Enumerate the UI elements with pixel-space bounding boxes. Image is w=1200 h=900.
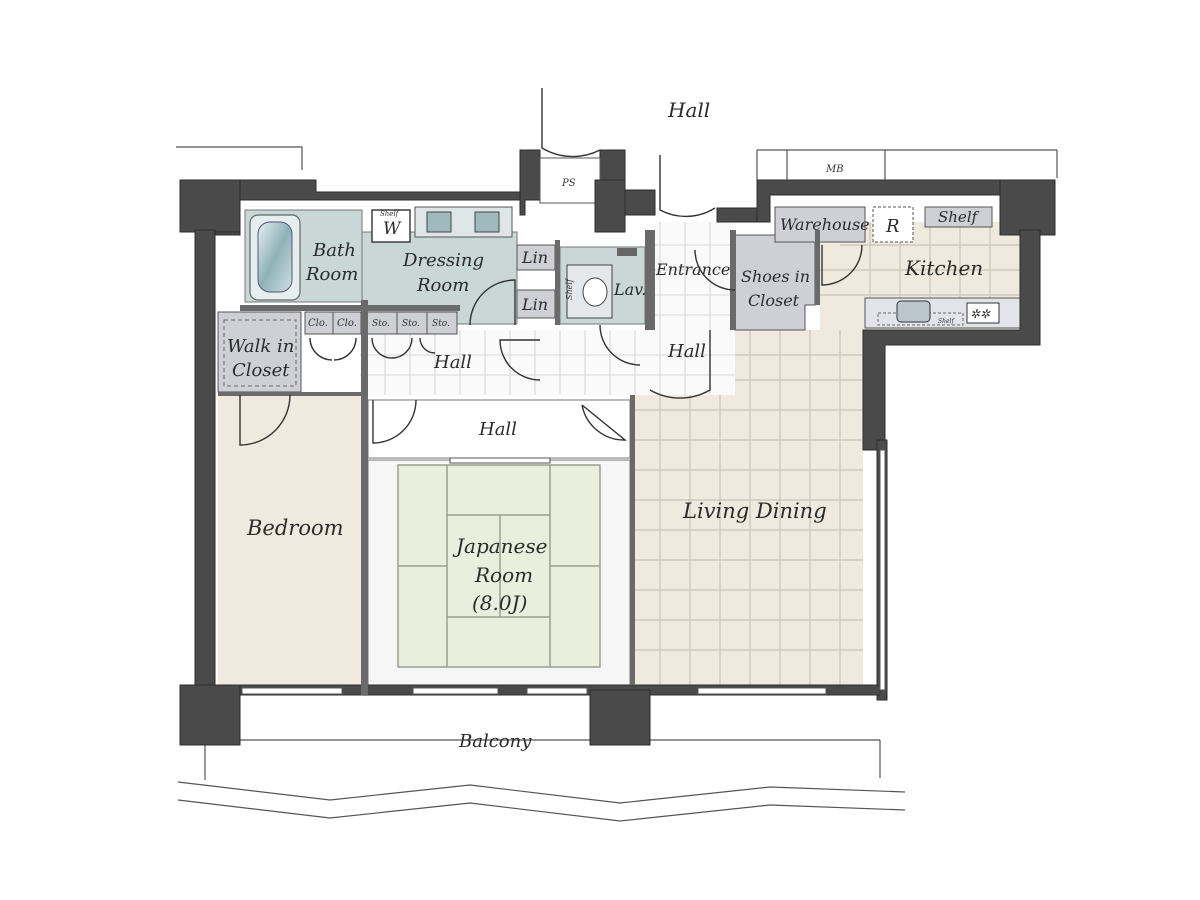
balcony-label: Balcony — [458, 731, 532, 752]
toilet-icon — [566, 248, 637, 319]
refrigerator-icon — [872, 206, 914, 243]
linen-label-1: Lin — [521, 248, 548, 267]
sto-label-1: Sto. — [372, 319, 390, 329]
warehouse-label: Warehouse — [780, 215, 870, 234]
kitchen-label: Kitchen — [904, 256, 983, 280]
walk-in-closet-area — [217, 311, 302, 393]
refrigerator-label: R — [885, 216, 900, 237]
japanese-door-icon — [581, 404, 627, 441]
shoes-closet-label-1: Shoes in — [741, 267, 810, 286]
hall-door-left-icon — [372, 399, 417, 444]
dressing-door-icon — [469, 279, 516, 326]
sink-icon-2 — [474, 211, 500, 233]
exterior-context — [176, 146, 1058, 180]
doors — [239, 88, 863, 446]
bedroom-door-icon — [239, 394, 291, 446]
stove-icon — [966, 302, 1000, 324]
hall-right-label: Hall — [667, 341, 706, 362]
living-door-icon — [649, 330, 711, 399]
walk-in-closet-shelf — [223, 319, 297, 387]
closet-door-icon — [309, 337, 436, 361]
shoes-closet-label-2: Closet — [748, 291, 800, 310]
linen-label-2: Lin — [521, 295, 548, 314]
walk-in-closet-label-2: Closet — [232, 360, 290, 381]
interior-walls — [218, 230, 820, 695]
hall-mid-label: Hall — [433, 352, 472, 373]
bedroom-label: Bedroom — [246, 516, 344, 540]
clo-label-1: Clo. — [308, 318, 328, 329]
windows — [241, 449, 886, 695]
linen-closet-1 — [516, 244, 556, 271]
sto-label-2: Sto. — [402, 319, 420, 329]
bath-room-label-1: Bath — [312, 240, 356, 261]
japanese-room-label-2: Room — [474, 563, 533, 587]
kitchen-shelf-label: Shelf — [938, 208, 980, 226]
clo-label-2: Clo. — [337, 318, 357, 329]
toilet-shelf-label: Shelf — [565, 277, 574, 300]
dressing-room-label-1: Dressing — [402, 250, 484, 271]
sink-icon-1 — [426, 211, 452, 233]
walk-in-closet-label-1: Walk in — [227, 336, 294, 357]
balcony-area — [177, 739, 906, 822]
living-dining-label: Living Dining — [682, 499, 827, 523]
japanese-room-label-3: (8.0J) — [472, 591, 527, 615]
shoes-door-icon — [694, 249, 736, 291]
washer-shelf-label: Shelf — [380, 210, 400, 218]
sto-closet-3 — [426, 311, 458, 335]
entrance-door-icon — [659, 155, 716, 218]
bath-room-label-2: Room — [305, 264, 358, 285]
hall-mid-door-icon — [499, 339, 541, 381]
mb-label: MB — [825, 164, 844, 175]
lav-label: Lav. — [613, 280, 646, 299]
bathtub-icon — [249, 214, 301, 301]
ps-door-icon — [541, 88, 601, 158]
washer-icon — [371, 209, 411, 243]
kitchen-sink-icon — [896, 300, 931, 323]
warehouse-door-icon — [821, 244, 863, 286]
japanese-room-tatami — [367, 459, 631, 686]
lav-door-icon — [599, 324, 641, 366]
ps-label: PS — [561, 178, 576, 189]
entrance-floor — [655, 222, 735, 332]
bedroom-floor — [218, 395, 361, 685]
kitchen-shelf-area — [924, 206, 993, 228]
stove-burners-icon: ✲✲ — [970, 307, 991, 321]
washer-label: W — [383, 219, 402, 239]
japanese-room-label-1: Japanese — [452, 534, 547, 558]
linen-closet-2 — [516, 289, 556, 319]
sto-label-3: Sto. — [432, 319, 450, 329]
hall-lower-label: Hall — [478, 419, 517, 440]
dressing-room-label-2: Room — [416, 275, 469, 296]
hall-corridor-floor — [360, 330, 735, 395]
hall-tile-grid — [360, 222, 735, 395]
counter-shelf-label: Shelf — [938, 318, 955, 325]
hall-top-label: Hall — [667, 98, 710, 122]
entrance-label: Entrance — [655, 260, 730, 279]
kitchen-floor-lower — [820, 300, 863, 340]
